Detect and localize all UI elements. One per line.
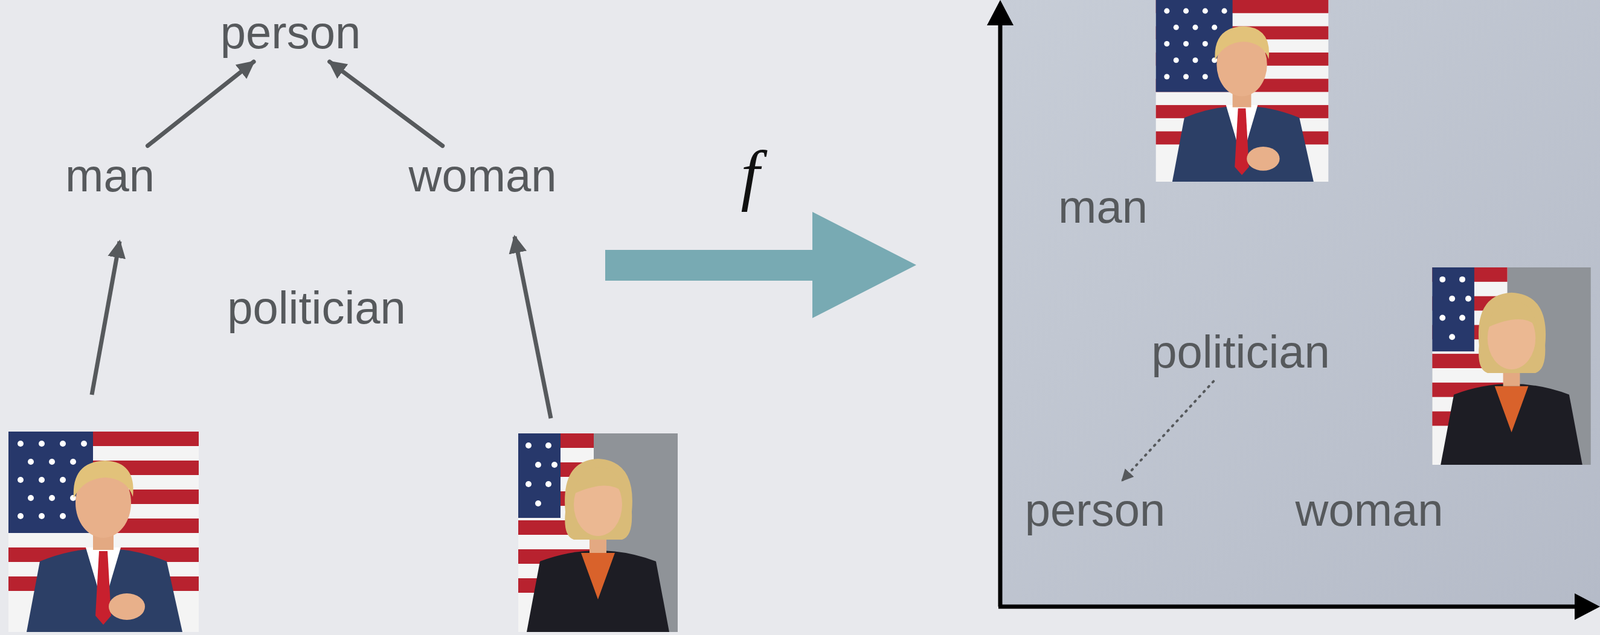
axis-arrowhead (986, 0, 1014, 26)
y-axis (998, 18, 1003, 608)
woman-photo (518, 433, 678, 633)
man-photo (1156, 0, 1329, 182)
concept-node: woman (1289, 482, 1450, 539)
concept-label: man (1058, 181, 1148, 233)
axis-arrowhead (1574, 593, 1600, 621)
concept-label: woman (1295, 485, 1444, 536)
is-a-arrow (1122, 381, 1214, 482)
concept-node: politician (221, 280, 412, 336)
concept-label: person (1024, 485, 1166, 536)
concept-label: person (220, 7, 361, 58)
instance-arrow (514, 236, 551, 419)
concept-label: politician (227, 282, 406, 334)
concept-label: woman (408, 150, 557, 202)
concept-node: politician (1145, 324, 1337, 380)
concept-node: man (59, 147, 161, 204)
concept-label: man (65, 150, 155, 202)
concept-node: person (214, 4, 367, 61)
man-photo (8, 431, 199, 633)
function-label: f (740, 137, 760, 213)
is-a-arrow (329, 61, 443, 146)
mapping-arrow (605, 212, 917, 319)
woman-photo (1432, 267, 1591, 466)
x-axis (998, 605, 1580, 610)
concept-node: person (1018, 482, 1172, 539)
concept-node: woman (402, 147, 563, 204)
embedding-panel (1000, 0, 1600, 608)
instance-arrow (91, 241, 120, 396)
concept-node: man (1052, 179, 1154, 235)
concept-label: politician (1151, 326, 1331, 378)
is-a-arrow (147, 61, 254, 146)
